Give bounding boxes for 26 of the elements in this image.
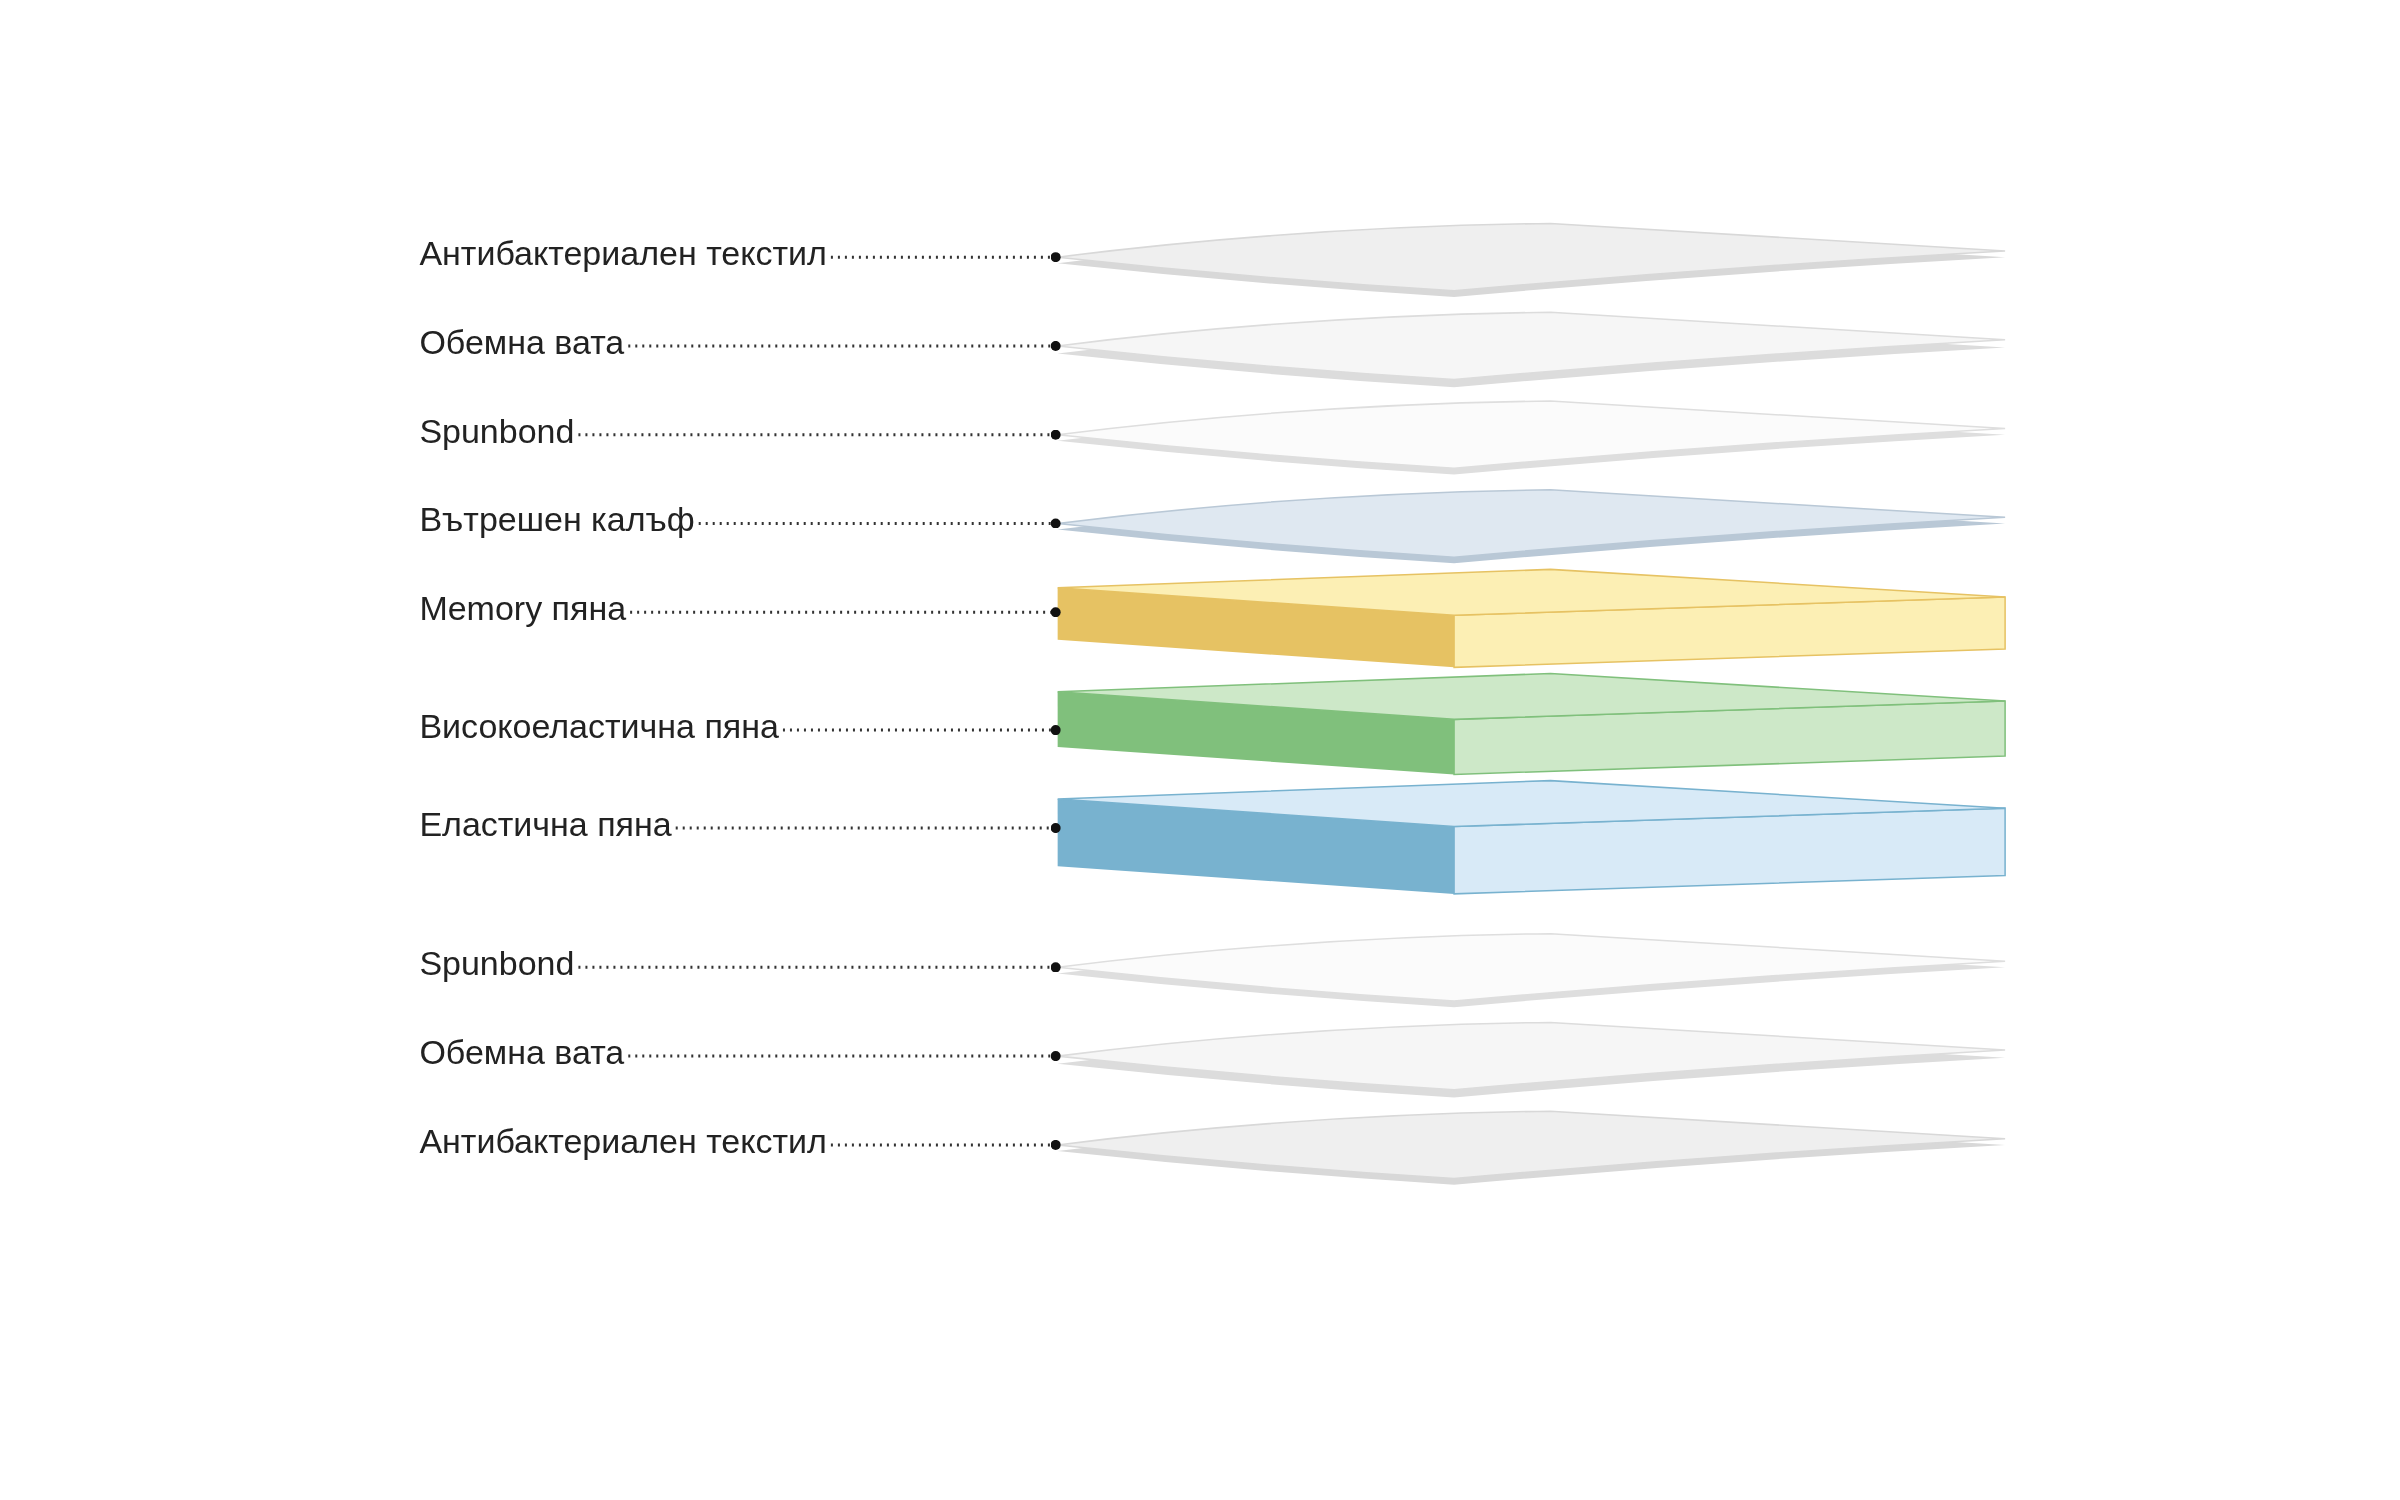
leader-line xyxy=(830,1139,1061,1150)
layer-label: Антибактериален текстил xyxy=(419,1120,827,1161)
fabric-layer xyxy=(1056,932,2006,1008)
layer-label: Високоеластична пяна xyxy=(419,706,779,747)
leader-line xyxy=(698,518,1061,529)
leader-line xyxy=(830,252,1061,263)
foam-layer xyxy=(1056,568,2006,669)
foam-layer xyxy=(1056,672,2006,776)
leader-line xyxy=(578,429,1061,440)
layer-label: Антибактериален текстил xyxy=(419,233,827,274)
layer-label: Еластична пяна xyxy=(419,804,672,845)
layer-label: Обемна вата xyxy=(419,321,625,362)
foam-layer xyxy=(1056,779,2006,895)
leader-line xyxy=(675,823,1061,834)
leader-line xyxy=(630,607,1061,618)
wadding-layer xyxy=(1056,311,2006,388)
leader-line xyxy=(782,725,1061,736)
layer-label: Spunbond xyxy=(419,410,575,451)
layer-label: Spunbond xyxy=(419,943,575,984)
layer-label: Memory пяна xyxy=(419,588,627,629)
leader-line xyxy=(578,962,1061,973)
leader-line xyxy=(628,1051,1061,1062)
leader-line xyxy=(628,340,1061,351)
cover-layer xyxy=(1056,489,2006,564)
layer-label: Обемна вата xyxy=(419,1032,625,1073)
layer-label: Вътрешен калъф xyxy=(419,499,695,540)
